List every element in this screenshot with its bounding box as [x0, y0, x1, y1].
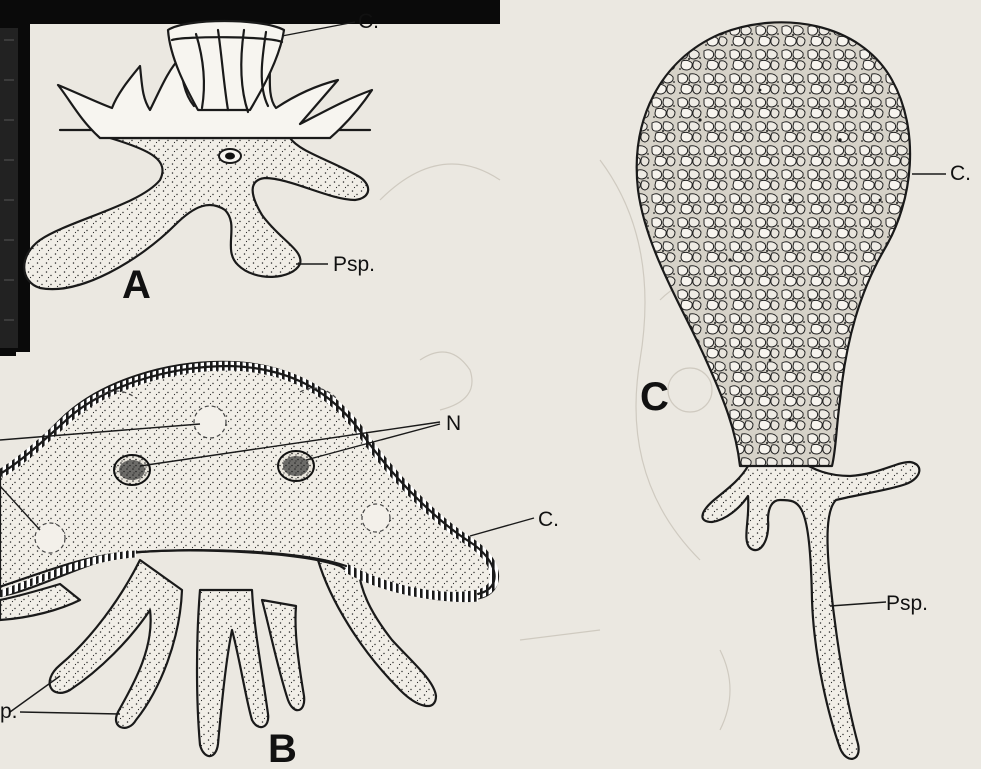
panel-letter-c: C — [640, 375, 669, 419]
label-a-pseudopodium: Psp. — [333, 253, 375, 276]
label-b-pseudopodium: p. — [0, 700, 18, 723]
label-a-cuticle: C. — [358, 10, 379, 33]
label-c-cuticle: C. — [950, 162, 971, 185]
label-b-nuclei: N — [446, 412, 461, 435]
panel-letter-b: B — [268, 727, 297, 769]
label-c-pseudopodium: Psp. — [886, 592, 928, 615]
panel-letter-a: A — [122, 263, 151, 307]
label-b-cuticle: C. — [538, 508, 559, 531]
